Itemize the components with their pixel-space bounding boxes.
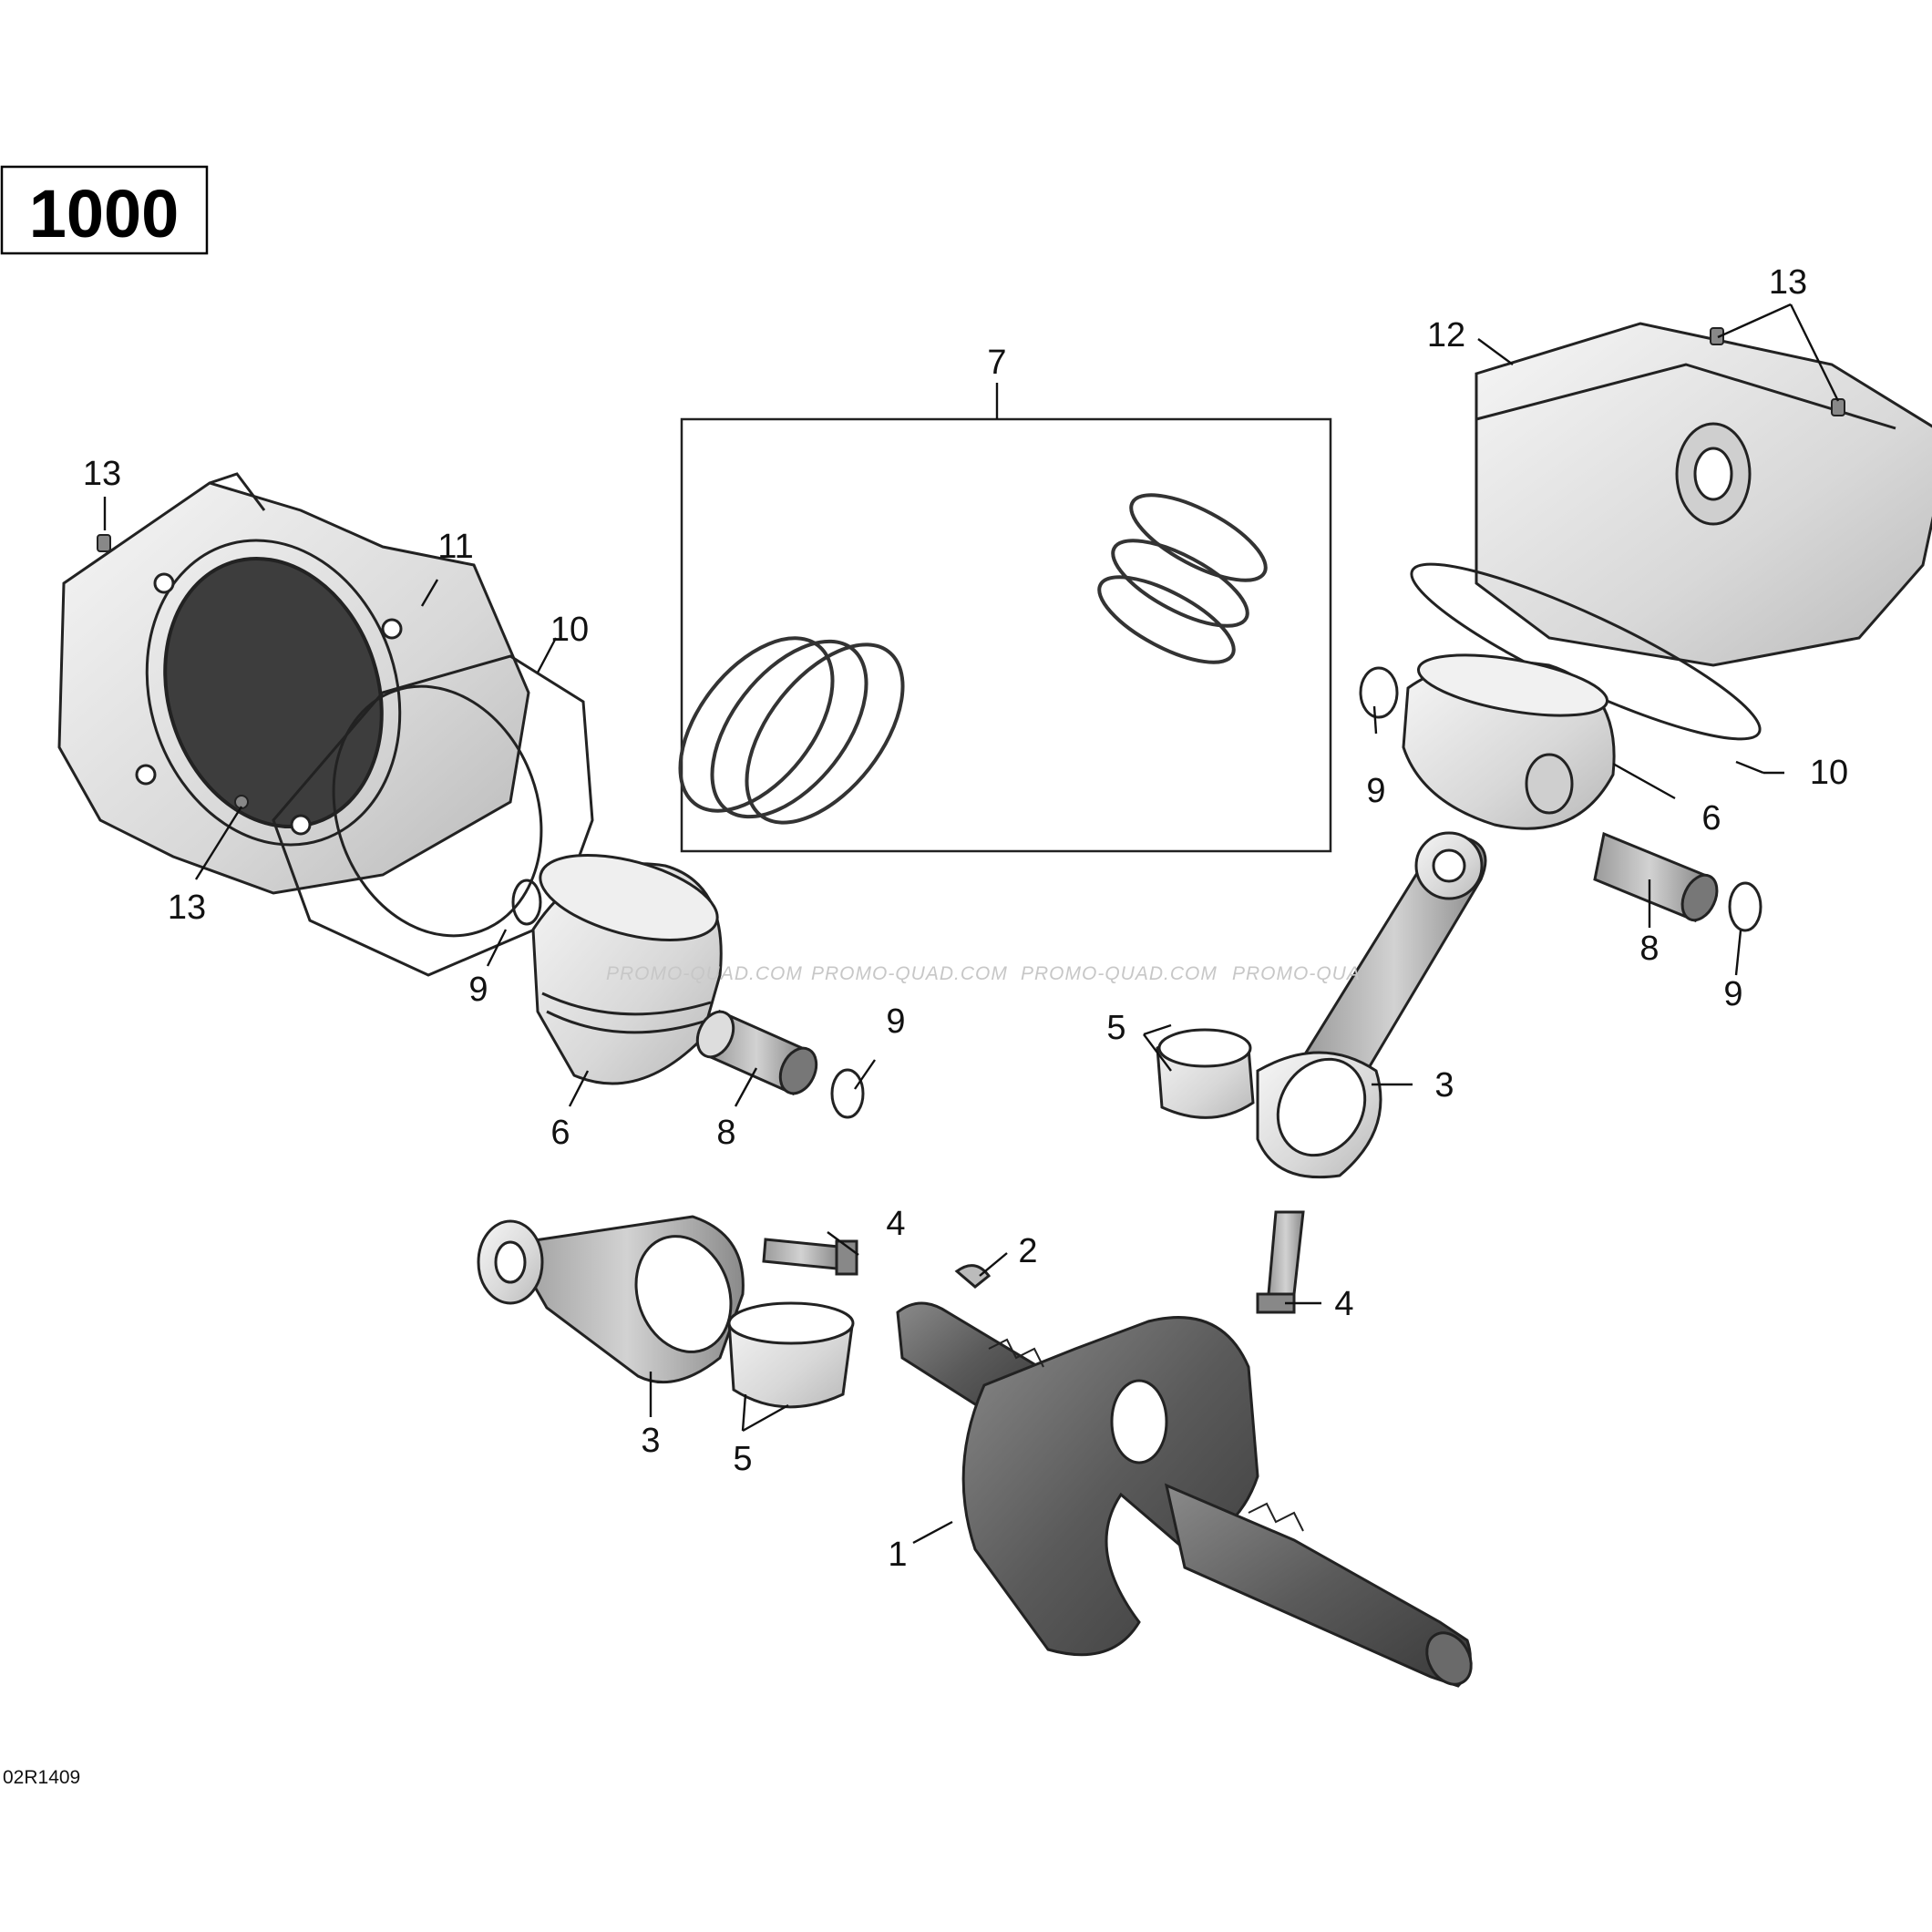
callout-13-left: 13 — [168, 889, 206, 927]
figure-code: 02R1409 — [3, 1767, 80, 1788]
watermark-1: PROMO-QUAD.COM — [606, 963, 803, 984]
callout-6-rear: 6 — [1701, 799, 1721, 838]
engine-label-box: 1000 — [0, 165, 209, 255]
circlip-front-right — [830, 1068, 865, 1119]
rod-bolt-rear — [1256, 1210, 1305, 1314]
callout-9-a: 9 — [468, 971, 488, 1009]
cylinder-rear — [1475, 322, 1932, 667]
callout-4-front: 4 — [886, 1205, 905, 1243]
circlip-rear-left — [1359, 666, 1399, 719]
piston-pin-rear — [1593, 831, 1719, 923]
piston-pin-front — [695, 1009, 818, 1096]
piston-ring-small-set — [1097, 493, 1268, 664]
watermark-row: PROMO-QUAD.COM PROMO-QUAD.COM PROMO-QUAD… — [606, 963, 1361, 984]
callout-9-b: 9 — [886, 1002, 905, 1041]
callout-11: 11 — [437, 528, 473, 566]
leader-lines — [103, 303, 1840, 1545]
callout-numbers: 1 2 3 3 4 4 5 5 6 6 7 8 8 9 9 9 9 10 10 … — [83, 263, 1848, 1574]
callout-8-front: 8 — [716, 1114, 735, 1152]
circlip-front-left — [511, 879, 542, 926]
rod-bearing-rear — [1156, 1028, 1255, 1119]
piston-rear — [1402, 653, 1616, 830]
callout-6-front: 6 — [550, 1114, 570, 1152]
crankshaft-gear-teeth — [988, 1338, 1304, 1532]
piston-front — [531, 853, 723, 1085]
callout-5-front: 5 — [733, 1440, 752, 1478]
piston-ring-set-box — [678, 383, 1332, 853]
dowel-pin-1 — [97, 534, 111, 552]
crankshaft — [896, 1301, 1473, 1688]
callout-5-rear: 5 — [1106, 1009, 1125, 1047]
engine-label: 1000 — [29, 176, 180, 252]
cylinder-base-gasket-front — [272, 654, 594, 977]
callout-1: 1 — [888, 1536, 907, 1574]
cylinder-front — [57, 472, 530, 895]
rod-bearing-front — [727, 1301, 855, 1409]
dowel-pin-4 — [234, 795, 249, 809]
callout-12: 12 — [1427, 316, 1465, 355]
callout-9-c: 9 — [1366, 772, 1385, 810]
callout-7: 7 — [987, 344, 1006, 382]
cylinder-bolt-holes — [135, 572, 403, 836]
callout-4-rear: 4 — [1334, 1285, 1353, 1323]
callout-9-d: 9 — [1723, 975, 1742, 1013]
callout-3-rear: 3 — [1434, 1066, 1454, 1105]
circlip-rear-right — [1728, 881, 1762, 932]
connecting-rod-rear — [1256, 831, 1487, 1179]
watermark-3: PROMO-QUAD.COM — [1021, 963, 1218, 984]
rod-bolt-front — [762, 1238, 858, 1276]
callout-3-front: 3 — [641, 1422, 660, 1460]
callout-8-rear: 8 — [1639, 930, 1659, 968]
woodruff-key — [954, 1264, 992, 1289]
callout-10-front: 10 — [550, 611, 589, 649]
connecting-rod-front — [477, 1215, 745, 1384]
watermark-4: PROMO-QUA — [1232, 963, 1361, 984]
dowel-pin-2 — [1710, 327, 1724, 345]
callout-10-rear: 10 — [1810, 754, 1848, 792]
callout-13-top-left: 13 — [83, 455, 121, 493]
piston-ring-large-set — [678, 636, 905, 825]
watermark-2: PROMO-QUAD.COM — [811, 963, 1008, 984]
callout-13-top-right: 13 — [1769, 263, 1807, 302]
callout-2: 2 — [1018, 1232, 1037, 1270]
dowel-pin-3 — [1831, 398, 1845, 416]
